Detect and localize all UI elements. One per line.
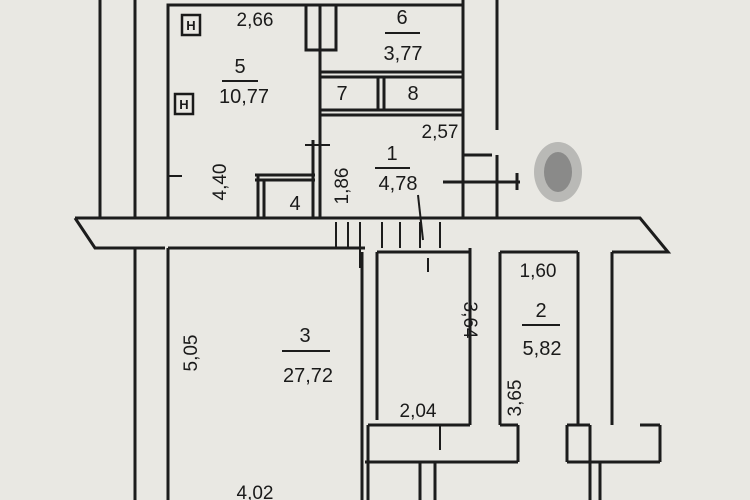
room-2-area: 5,82 bbox=[523, 338, 562, 360]
door-stubs bbox=[335, 222, 441, 450]
dim-5-05: 5,05 bbox=[181, 335, 202, 372]
upper-partitions bbox=[168, 3, 520, 241]
redacted-mark-core bbox=[544, 152, 572, 192]
room-6-number: 6 bbox=[396, 7, 407, 29]
room-3-number: 3 bbox=[299, 325, 310, 347]
room-1-area: 4,78 bbox=[379, 173, 418, 195]
svg-text:Н: Н bbox=[179, 97, 188, 112]
wall-outlines bbox=[73, 0, 672, 500]
dim-2-57: 2,57 bbox=[422, 122, 459, 143]
room-5-number: 5 bbox=[234, 56, 245, 78]
vent-symbol: Н bbox=[173, 92, 195, 116]
dim-3-65: 3,65 bbox=[505, 380, 526, 417]
dim-4-40: 4,40 bbox=[210, 164, 231, 201]
dim-1-86: 1,86 bbox=[332, 168, 353, 205]
room-labels: 5 10,77 6 3,77 7 8 1 4,78 4 3 27,72 2 5,… bbox=[219, 7, 562, 387]
svg-text:H: H bbox=[186, 18, 195, 33]
room-2-number: 2 bbox=[535, 300, 546, 322]
dimension-labels: 2,66 2,57 4,40 1,86 5,05 3,64 2,04 1,60 … bbox=[181, 10, 556, 500]
room-3-area: 27,72 bbox=[283, 365, 333, 387]
room-5-area: 10,77 bbox=[219, 86, 269, 108]
room-6-area: 3,77 bbox=[384, 43, 423, 65]
dim-1-60: 1,60 bbox=[520, 261, 557, 282]
dim-4-02: 4,02 bbox=[237, 483, 274, 500]
dim-2-66: 2,66 bbox=[237, 10, 274, 31]
dim-2-04: 2,04 bbox=[400, 401, 437, 422]
dim-3-64: 3,64 bbox=[459, 302, 480, 339]
room-4-number: 4 bbox=[289, 193, 300, 215]
room-8-number: 8 bbox=[407, 83, 418, 105]
room-7-number: 7 bbox=[336, 83, 347, 105]
room-1-number: 1 bbox=[386, 143, 397, 165]
hood-symbol: H bbox=[180, 13, 202, 37]
